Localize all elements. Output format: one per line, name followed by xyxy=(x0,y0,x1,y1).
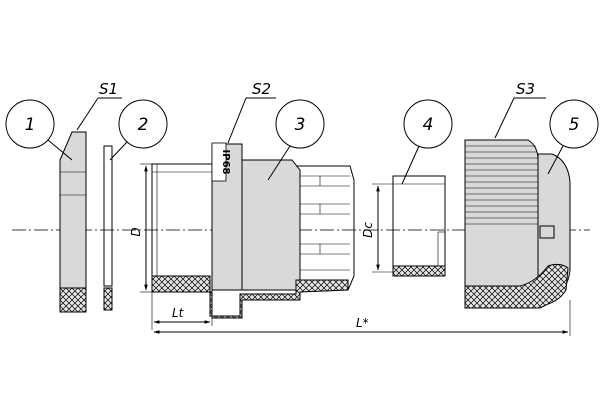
svg-text:Dc: Dc xyxy=(361,222,375,238)
svg-text:L*: L* xyxy=(356,316,369,330)
svg-text:1: 1 xyxy=(25,115,36,135)
ip-rating-label xyxy=(211,142,227,182)
part-5-cap xyxy=(464,139,571,309)
leader-s2 xyxy=(227,97,247,144)
wrench-size-s1: S1 xyxy=(99,80,118,98)
callout-1: 1 xyxy=(5,99,73,161)
svg-text:Lt: Lt xyxy=(172,306,185,320)
leader-s3 xyxy=(494,97,515,139)
svg-text:3: 3 xyxy=(295,115,306,135)
callout-5: 5 xyxy=(547,99,599,175)
part-3-body: IP68 xyxy=(151,142,355,319)
svg-text:D: D xyxy=(129,227,143,236)
callout-2: 2 xyxy=(109,99,168,161)
wrench-size-s2: S2 xyxy=(252,80,271,98)
callout-3: 3 xyxy=(267,99,325,181)
svg-text:4: 4 xyxy=(423,115,434,135)
dimension-dc: Dc xyxy=(361,183,393,273)
part-1-nut xyxy=(59,131,87,313)
svg-text:2: 2 xyxy=(138,115,149,135)
svg-text:5: 5 xyxy=(569,115,580,135)
ip-rating-text: IP68 xyxy=(220,150,231,175)
part-2-washer xyxy=(103,145,113,311)
part-4-seal xyxy=(392,175,446,277)
dimension-d: D xyxy=(129,163,152,293)
dimension-lt: Lt xyxy=(151,292,213,330)
dimension-l: L* xyxy=(153,300,571,336)
wrench-size-s3: S3 xyxy=(516,80,535,98)
callout-4: 4 xyxy=(401,99,453,185)
leader-s1 xyxy=(76,97,99,131)
